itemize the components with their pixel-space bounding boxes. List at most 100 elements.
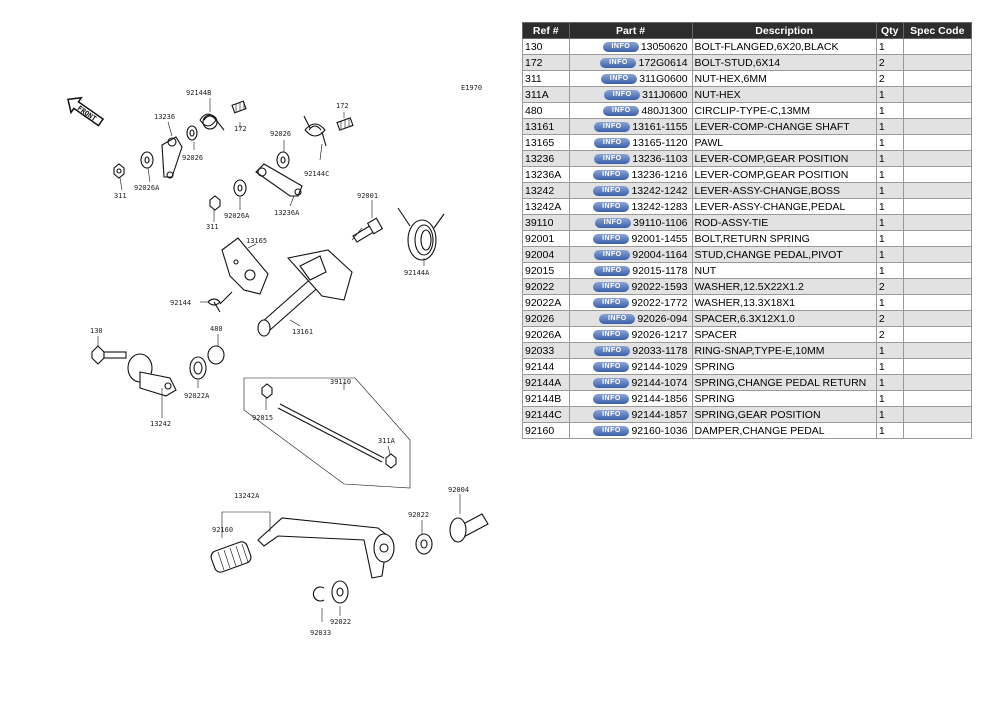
info-button[interactable]: INFO bbox=[593, 361, 630, 372]
nut-311-drawing bbox=[113, 163, 125, 179]
info-button[interactable]: INFO bbox=[593, 281, 630, 292]
cell-ref: 311A bbox=[522, 86, 570, 103]
callout-92004: 92004 bbox=[448, 486, 469, 494]
parts-table: Ref # Part # Description Qty Spec Code 1… bbox=[522, 22, 973, 439]
cell-qty: 1 bbox=[875, 294, 904, 311]
cell-ref: 311 bbox=[522, 70, 570, 87]
info-button[interactable]: INFO bbox=[593, 201, 630, 212]
cell-ref: 172 bbox=[522, 54, 570, 71]
exploded-parts-diagram: E1970 FRONT bbox=[67, 84, 489, 637]
cell-qty: 1 bbox=[875, 166, 904, 183]
cell-ref: 13242 bbox=[522, 182, 570, 199]
info-button[interactable]: INFO bbox=[593, 169, 630, 180]
info-button[interactable]: INFO bbox=[594, 345, 631, 356]
cell-qty: 1 bbox=[875, 406, 904, 423]
callout-92026: 92026 bbox=[182, 154, 203, 162]
part-number: 92026-1217 bbox=[631, 328, 688, 341]
info-button[interactable]: INFO bbox=[594, 121, 631, 132]
cell-qty: 1 bbox=[875, 102, 904, 119]
callout-13161: 13161 bbox=[292, 328, 313, 336]
cell-qty: 1 bbox=[875, 390, 904, 407]
part-number: 13050620 bbox=[640, 40, 688, 53]
cell-qty: 2 bbox=[875, 54, 904, 71]
cell-ref: 92160 bbox=[522, 422, 570, 439]
info-button[interactable]: INFO bbox=[593, 329, 630, 340]
cell-description: LEVER-COMP-CHANGE SHAFT bbox=[691, 118, 877, 135]
part-number: 92033-1178 bbox=[632, 344, 688, 357]
info-button[interactable]: INFO bbox=[593, 297, 630, 308]
part-number: 92022-1772 bbox=[631, 296, 688, 309]
cell-qty: 2 bbox=[875, 70, 904, 87]
cell-ref: 92004 bbox=[522, 246, 570, 263]
info-button[interactable]: INFO bbox=[599, 313, 636, 324]
damper-92160-drawing bbox=[210, 541, 252, 573]
spring-92144-drawing bbox=[207, 291, 233, 313]
pivot-92004-drawing bbox=[449, 513, 489, 543]
info-button[interactable]: INFO bbox=[593, 409, 630, 420]
part-number: 13236-1216 bbox=[631, 168, 688, 181]
cell-description: BOLT,RETURN SPRING bbox=[691, 230, 877, 247]
info-button[interactable]: INFO bbox=[593, 377, 630, 388]
info-button[interactable]: INFO bbox=[602, 41, 639, 52]
callout-311a: 311A bbox=[378, 437, 396, 445]
front-arrow-icon: FRONT bbox=[67, 96, 105, 127]
bolt-92001-drawing bbox=[352, 217, 384, 243]
tie-rod-39110-drawing bbox=[261, 383, 397, 469]
callout-92160: 92160 bbox=[212, 526, 233, 534]
cell-ref: 13242A bbox=[522, 198, 570, 215]
header-qty: Qty bbox=[875, 22, 904, 39]
cell-ref: 92033 bbox=[522, 342, 570, 359]
info-button[interactable]: INFO bbox=[595, 217, 632, 228]
info-button[interactable]: INFO bbox=[594, 265, 631, 276]
part-number: 92144-1029 bbox=[631, 360, 688, 373]
callout-13236a: 13236A bbox=[274, 209, 300, 217]
cell-description: SPACER,6.3X12X1.0 bbox=[691, 310, 877, 327]
callout-130: 130 bbox=[90, 327, 103, 335]
callout-92022a: 92022A bbox=[184, 392, 210, 400]
info-button[interactable]: INFO bbox=[600, 57, 637, 68]
cell-spec-code bbox=[902, 102, 973, 119]
part-number: 92160-1036 bbox=[631, 424, 688, 437]
info-button[interactable]: INFO bbox=[593, 393, 630, 404]
info-button[interactable]: INFO bbox=[593, 233, 630, 244]
part-number: 13236-1103 bbox=[632, 152, 688, 165]
info-button[interactable]: INFO bbox=[593, 425, 630, 436]
info-button[interactable]: INFO bbox=[604, 89, 641, 100]
info-button[interactable]: INFO bbox=[603, 105, 640, 116]
info-button[interactable]: INFO bbox=[594, 249, 631, 260]
cell-spec-code bbox=[902, 342, 973, 359]
cell-qty: 1 bbox=[875, 214, 904, 231]
part-number: 311J0600 bbox=[642, 88, 688, 101]
cell-description: STUD,CHANGE PEDAL,PIVOT bbox=[691, 246, 877, 263]
cell-qty: 1 bbox=[875, 230, 904, 247]
info-button[interactable]: INFO bbox=[593, 185, 630, 196]
cell-spec-code bbox=[902, 390, 973, 407]
washer-92026a-drawing bbox=[140, 151, 154, 169]
info-button[interactable]: INFO bbox=[594, 137, 631, 148]
info-button[interactable]: INFO bbox=[601, 73, 638, 84]
cell-ref: 92026A bbox=[522, 326, 570, 343]
part-number: 39110-1106 bbox=[633, 216, 688, 229]
washer-92026a-mid-drawing bbox=[233, 179, 247, 197]
cell-description: NUT-HEX bbox=[691, 86, 877, 103]
callout-92015: 92015 bbox=[252, 414, 273, 422]
cell-ref: 92144B bbox=[522, 390, 570, 407]
washer-92022a-drawing bbox=[189, 356, 207, 380]
callout-92033: 92033 bbox=[310, 629, 331, 637]
info-button[interactable]: INFO bbox=[594, 153, 631, 164]
